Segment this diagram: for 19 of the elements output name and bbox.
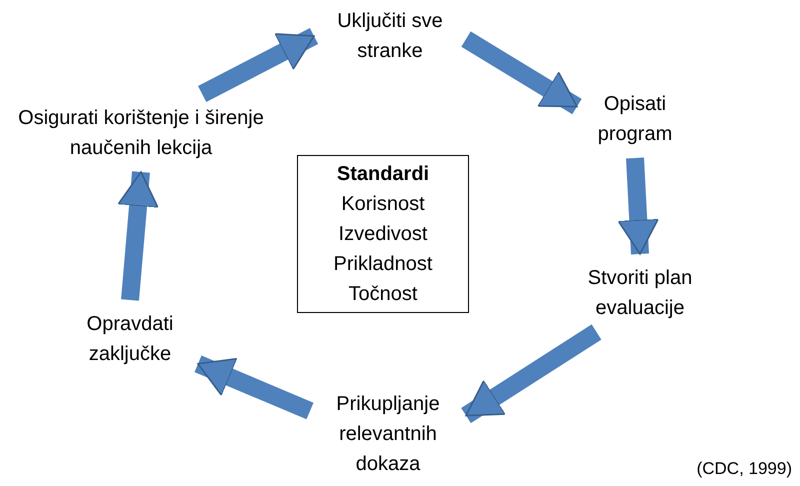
block-arrow <box>461 31 582 114</box>
step-text: Uključiti sve stranke <box>322 5 458 67</box>
citation: (CDC, 1999) <box>696 458 792 480</box>
step-text: Osigurati korištenje i širenje naučenih lekcija <box>2 102 280 164</box>
step-text: Opravdati zaključke <box>70 308 190 370</box>
step-text: Prikupljanje relevantnih dokaza <box>318 388 458 480</box>
standard-item: Izvedivost <box>338 222 428 247</box>
block-arrow <box>117 171 159 301</box>
step-text: Opisati program <box>585 88 685 150</box>
standard-item: Korisnost <box>341 192 425 217</box>
block-arrow <box>198 28 318 102</box>
standards-box <box>297 155 469 313</box>
box-heading: Standardi <box>336 162 430 187</box>
step-text: Stvoriti plan evaluacije <box>553 262 727 324</box>
standard-item: Prikladnost <box>334 252 432 277</box>
block-arrow <box>194 356 314 420</box>
block-arrow <box>618 158 659 255</box>
block-arrow <box>461 324 602 424</box>
standard-item: Točnost <box>348 282 418 307</box>
